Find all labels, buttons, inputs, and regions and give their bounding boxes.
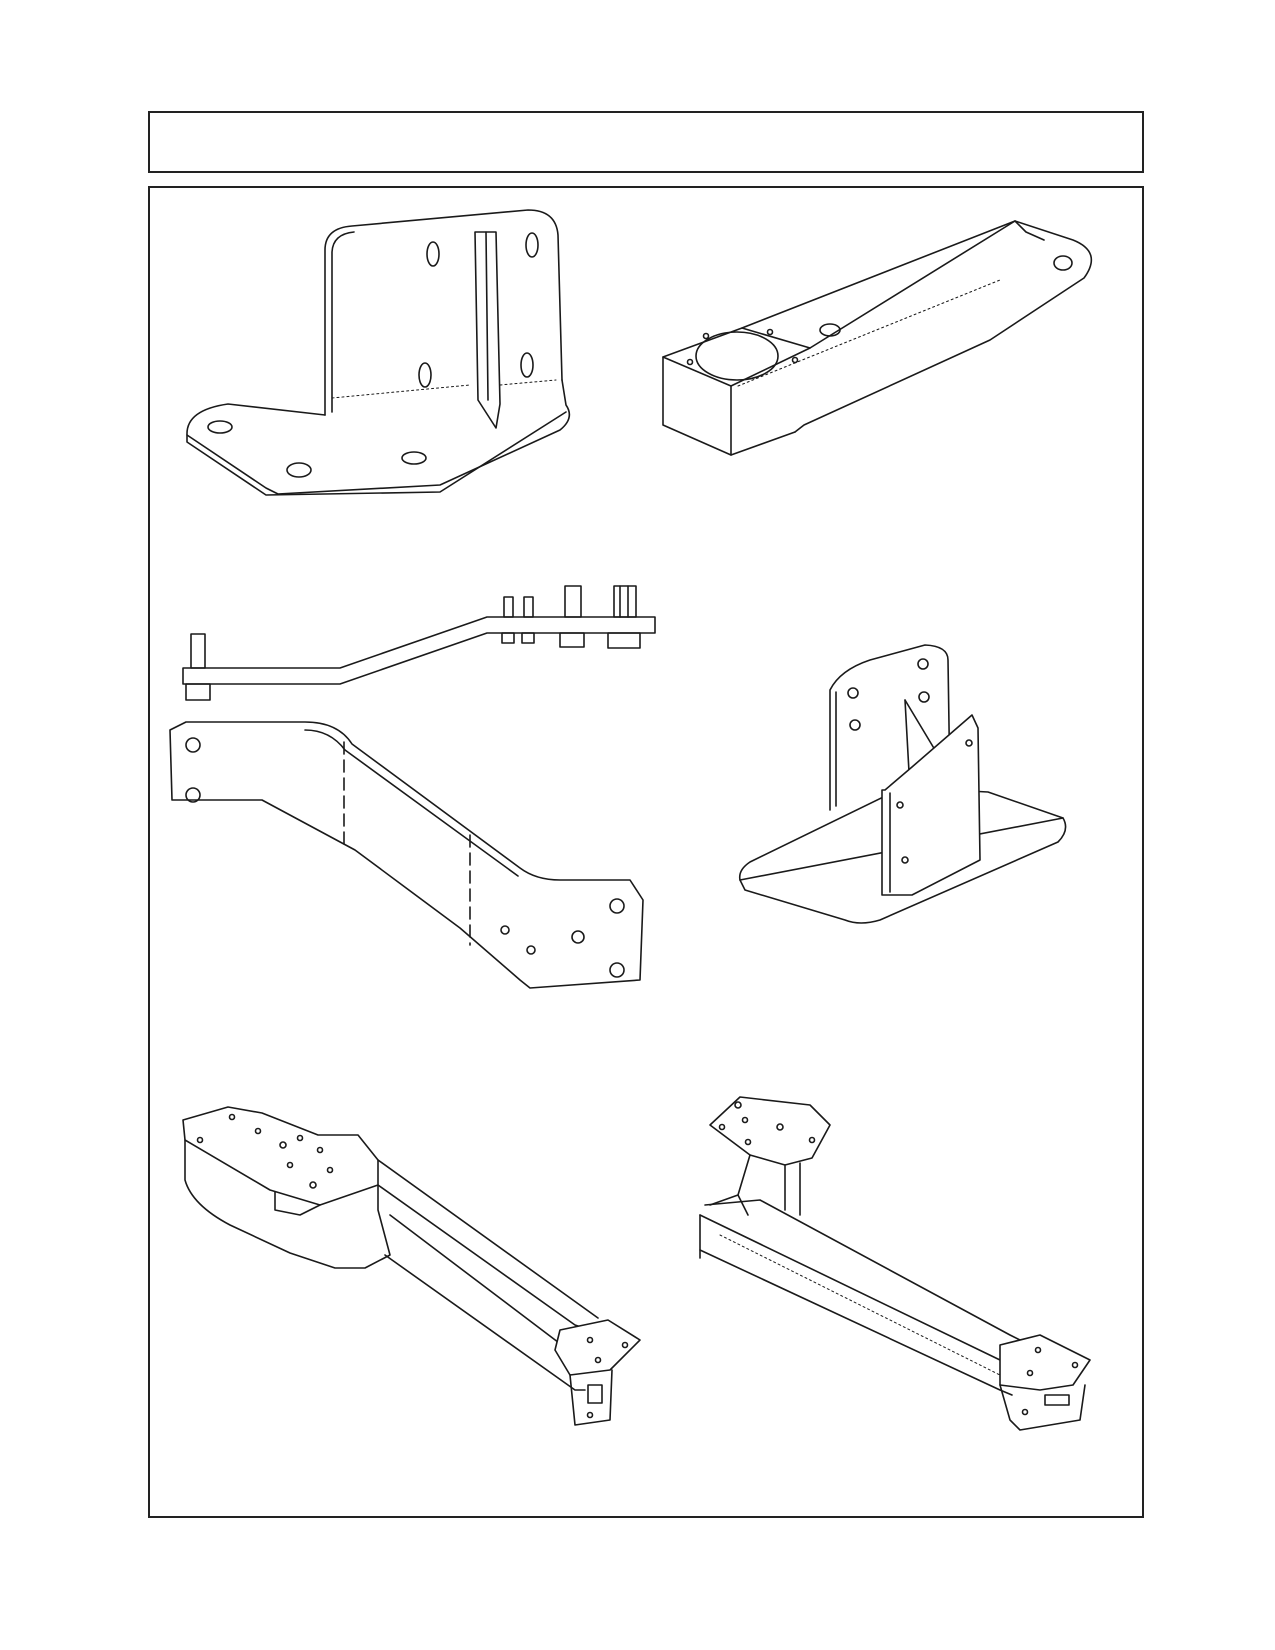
bolt-bar-side-view <box>182 585 656 701</box>
mounting-bracket-plate <box>186 209 571 496</box>
gusset-bracket <box>738 644 1067 924</box>
main-figure-frame <box>148 186 1144 1518</box>
offset-strap-plate <box>169 721 644 989</box>
header-box <box>148 111 1144 173</box>
left-crossmember-assembly <box>182 1106 641 1426</box>
tube-arm <box>662 220 1093 456</box>
right-crossmember-assembly <box>699 1096 1091 1431</box>
